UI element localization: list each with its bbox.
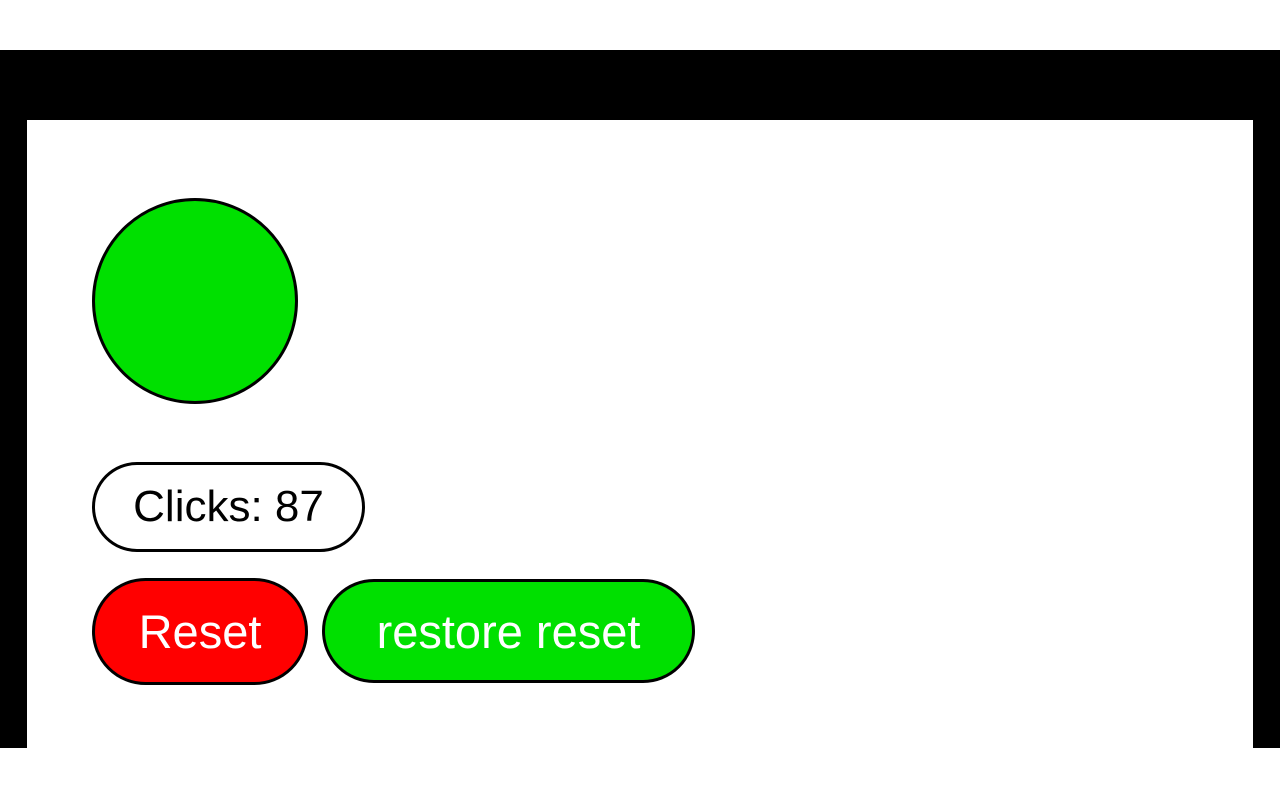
app-content-area: Clicks: 87 Reset restore reset — [27, 120, 1253, 765]
clicks-counter: Clicks: 87 — [92, 462, 365, 552]
black-frame: Clicks: 87 Reset restore reset — [0, 50, 1280, 765]
reset-button[interactable]: Reset — [92, 578, 308, 685]
restore-reset-button[interactable]: restore reset — [322, 579, 695, 683]
click-circle[interactable] — [92, 198, 298, 404]
